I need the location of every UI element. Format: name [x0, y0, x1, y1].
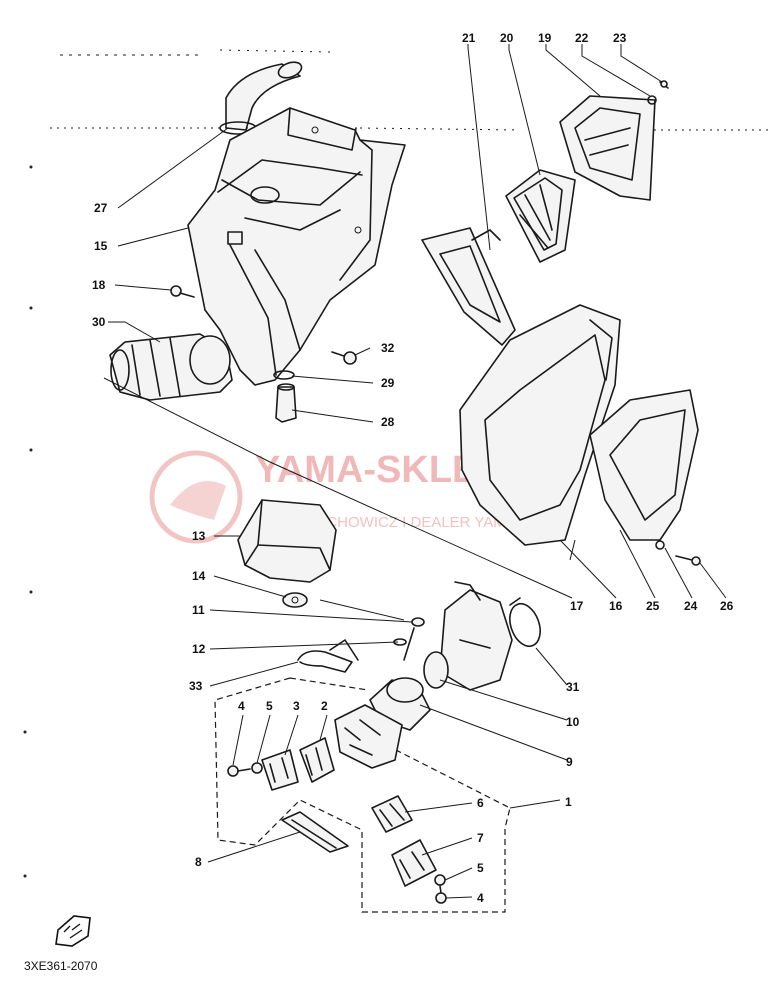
callout-32: 32: [381, 341, 395, 355]
part-11-bolt: [403, 617, 425, 661]
callout-22: 22: [575, 31, 589, 45]
part-13-cap: [237, 499, 337, 583]
watermark-tagline: WOJCIECHOWICZ I DEALER YAMAHA: [268, 514, 537, 531]
part-30-intake-joint: [109, 333, 233, 401]
callout-31: 31: [566, 680, 580, 694]
reed-valve-assembly-group: [214, 677, 511, 913]
drawing-reference: 3XE361-2070: [24, 959, 98, 973]
callout-13: 13: [192, 529, 206, 543]
part-14-clamp: [282, 592, 308, 608]
callout-33: 33: [189, 679, 203, 693]
callout-21: 21: [462, 31, 476, 45]
part-5-stopper-left: [261, 749, 299, 791]
part-3-reed: [299, 737, 335, 783]
callout-5-right: 5: [477, 861, 484, 875]
part-5-washer-left: [251, 762, 263, 774]
part-20-element-frame: [505, 169, 576, 263]
part-2-reed-valve: [334, 704, 403, 769]
part-18-screw: [170, 285, 195, 298]
part-16-side-cover: [589, 389, 699, 541]
callout-28: 28: [381, 415, 395, 429]
callout-9: 9: [566, 755, 573, 769]
callout-10: 10: [566, 715, 580, 729]
part-29-clamp: [273, 370, 295, 380]
part-5-washer-right: [434, 874, 446, 886]
callout-8: 8: [195, 855, 202, 869]
part-21-element-guide: [421, 227, 516, 346]
callout-2: 2: [321, 699, 328, 713]
callout-7: 7: [477, 831, 484, 845]
callout-29: 29: [381, 376, 395, 390]
callout-4-left: 4: [238, 699, 245, 713]
scan-noise: [23, 49, 770, 878]
fr-arrow-icon: [55, 915, 91, 947]
part-31-band: [509, 597, 541, 648]
callout-4-right: 4: [477, 891, 484, 905]
callout-20: 20: [500, 31, 514, 45]
part-26-screw: [675, 555, 701, 566]
callout-26: 26: [720, 599, 734, 613]
part-8-gasket: [281, 811, 349, 853]
part-19-air-filter-element: [559, 95, 656, 201]
callout-16: 16: [609, 599, 623, 613]
part-22-washer: [647, 95, 657, 105]
callout-17: 17: [570, 599, 584, 613]
part-32-bolt: [331, 351, 357, 365]
callout-25: 25: [646, 599, 660, 613]
callout-5-left: 5: [266, 699, 273, 713]
callout-30: 30: [92, 315, 106, 329]
callout-3: 3: [293, 699, 300, 713]
part-23-screw: [659, 80, 669, 89]
leader-lines: [103, 44, 727, 899]
callout-18: 18: [92, 278, 106, 292]
part-6-reed-right: [371, 795, 413, 833]
callout-15: 15: [94, 239, 108, 253]
callout-23: 23: [613, 31, 627, 45]
callout-14: 14: [192, 569, 206, 583]
callout-19: 19: [538, 31, 552, 45]
part-4-screw-left: [227, 765, 251, 777]
part-7-stopper-right: [391, 839, 437, 887]
callout-numbers: 21 20 19 22 23 27 15 18 30 32 29 28 13 1…: [92, 31, 734, 905]
part-28-drain-plug: [275, 383, 297, 423]
part-17-side-cover: [459, 304, 621, 546]
part-24-collar: [655, 540, 665, 550]
part-4-screw-right: [435, 885, 447, 904]
callout-11: 11: [192, 603, 205, 617]
part-10-carburetor: [423, 581, 513, 691]
callout-24: 24: [684, 599, 698, 613]
callout-6: 6: [477, 796, 484, 810]
part-15-air-filter-case: [187, 107, 406, 386]
part-33-hose: [297, 639, 359, 673]
callout-12: 12: [192, 642, 206, 656]
callout-1: 1: [565, 795, 572, 809]
callout-27: 27: [94, 201, 108, 215]
